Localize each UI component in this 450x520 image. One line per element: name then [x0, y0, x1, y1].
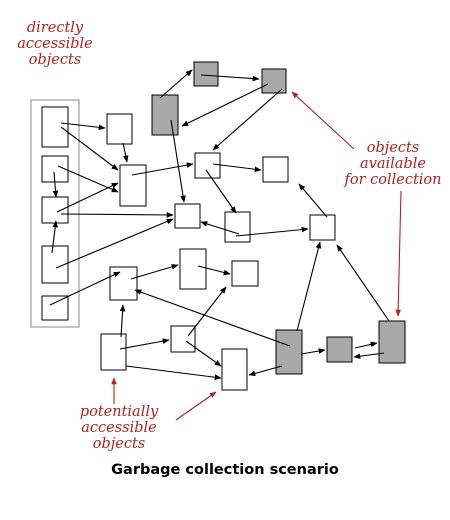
label-potentially-accessible: potentially accessible objects — [79, 404, 159, 452]
garbage-object-bottom-small — [326, 336, 353, 363]
heap-object-b — [119, 164, 147, 207]
heap-object-e — [174, 203, 201, 229]
reference-arrows — [49, 69, 390, 380]
root-object-3 — [41, 196, 69, 224]
garbage-object-top-small — [193, 61, 219, 87]
garbage-object-bottom-right — [378, 320, 406, 364]
root-object-1 — [41, 106, 69, 148]
heap-object-a — [106, 113, 133, 145]
garbage-object-tall — [151, 94, 179, 136]
heap-object-g — [309, 214, 336, 241]
heap-object-h — [109, 266, 138, 301]
root-objects-frame — [30, 99, 80, 328]
heap-objects — [100, 61, 406, 391]
figure-caption: Garbage collection scenario — [111, 462, 339, 478]
heap-object-j — [231, 260, 259, 287]
heap-object-l — [221, 348, 248, 391]
heap-object-potential — [100, 333, 127, 371]
garbage-object-bottom-tall — [275, 329, 303, 375]
label-available-for-collection: objects available for collection — [344, 140, 442, 188]
heap-object-k — [170, 325, 196, 353]
garbage-object-top-right — [261, 68, 287, 94]
heap-object-d — [262, 156, 289, 183]
root-object-5 — [41, 295, 69, 321]
heap-object-f — [224, 211, 251, 243]
heap-object-i — [179, 248, 207, 290]
label-directly-accessible: directly accessible objects — [17, 20, 93, 68]
annotation-pointers — [111, 91, 402, 421]
heap-object-c — [194, 152, 221, 179]
